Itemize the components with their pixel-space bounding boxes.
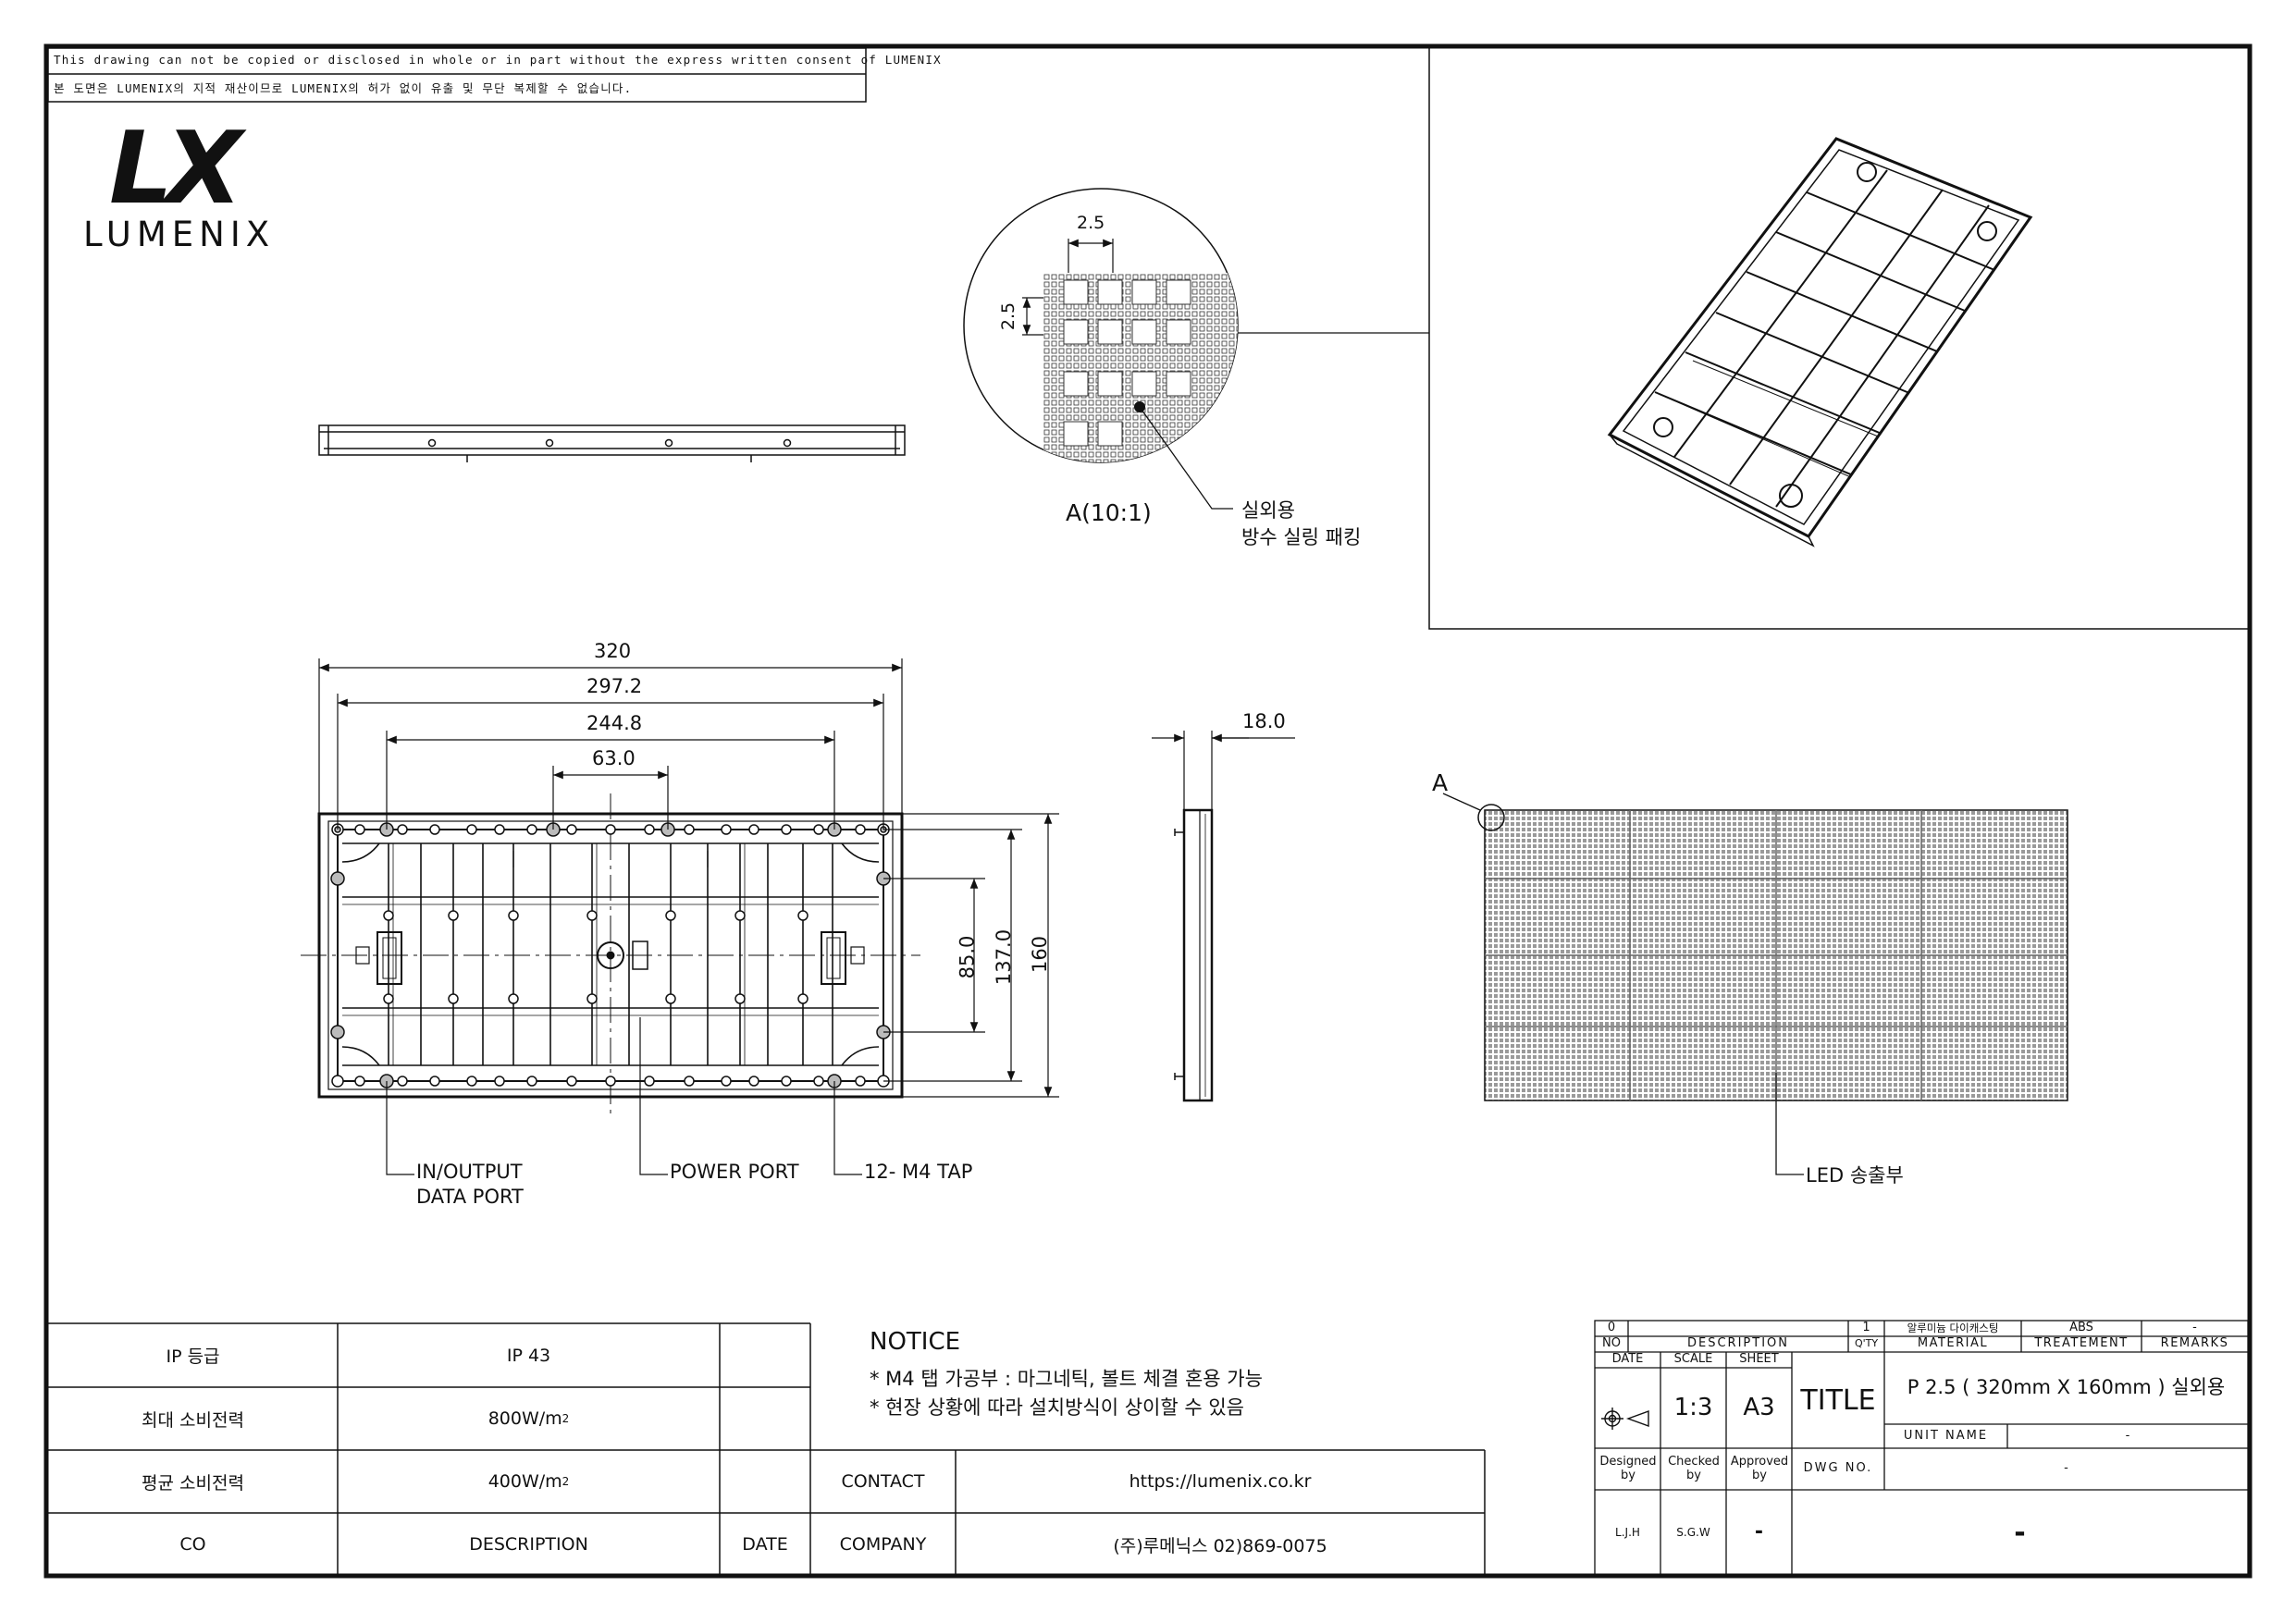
side-view	[1152, 731, 1295, 1102]
detail-a-view	[963, 188, 1429, 510]
company-value: (주)루메닉스 02)869-0075	[1113, 1535, 1327, 1556]
tb-title-value: P 2.5 ( 320mm X 160mm ) 실외용	[1907, 1376, 2226, 1399]
spec-value-max-power-sup: 2	[562, 1412, 570, 1425]
top-side-view	[318, 424, 906, 462]
callout-m4-tap: 12- M4 TAP	[864, 1161, 973, 1183]
dim-160: 160	[1029, 935, 1052, 974]
spec-value-avg-power-sup: 2	[562, 1475, 570, 1488]
led-face-view	[1442, 793, 2068, 1175]
callout-led-face: LED 송출부	[1806, 1164, 1904, 1187]
dim-63: 63.0	[592, 747, 636, 769]
lumenix-logo-mark: LX	[109, 111, 242, 227]
tb-remarks-value: -	[2192, 1321, 2197, 1335]
tb-designed-by-label: Designed by	[1599, 1455, 1657, 1482]
tb-approver: -	[1754, 1520, 1764, 1544]
tb-header-remarks: REMARKS	[2160, 1336, 2229, 1351]
tb-header-date: DATE	[1611, 1352, 1644, 1367]
tb-material-value: 알루미늄 다이캐스팅	[1907, 1322, 1999, 1335]
spec-header-date: DATE	[742, 1534, 788, 1555]
spec-label-ip: IP 등급	[166, 1346, 220, 1367]
dim-244: 244.8	[586, 712, 643, 734]
projection-symbol-icon	[1601, 1408, 1649, 1430]
tb-scale-value: 1:3	[1673, 1394, 1713, 1422]
lumenix-logo-name: LUMENIX	[83, 215, 276, 254]
tb-bottom-value: -	[2014, 1517, 2026, 1549]
tb-header-treatment: TREATEMENT	[2034, 1336, 2129, 1351]
tb-designer: L.J.H	[1615, 1525, 1640, 1539]
dim-320: 320	[594, 640, 632, 662]
tb-qty-value: 1	[1862, 1321, 1870, 1335]
copyright-notice-en: This drawing can not be copied or disclo…	[54, 53, 942, 67]
title-block-lines	[1594, 1320, 2249, 1577]
copyright-notice-ko: 본 도면은 LUMENIX의 지적 재산이므로 LUMENIX의 허가 없이 유…	[54, 81, 633, 95]
detail-scale-label: A(10:1)	[1066, 499, 1152, 526]
tb-unit-name-value: -	[2125, 1428, 2130, 1443]
tb-header-material: MATERIAL	[1917, 1336, 1989, 1351]
spec-label-co: CO	[179, 1534, 206, 1555]
sheet-border	[43, 43, 2253, 1579]
tb-checked-by-label: Checked by	[1668, 1455, 1720, 1482]
tb-approved-by-label: Approved by	[1730, 1455, 1789, 1482]
tb-dwg-no-label: DWG NO.	[1803, 1461, 1873, 1476]
tb-title-label: TITLE	[1800, 1383, 1876, 1417]
tb-checker: S.G.W	[1676, 1525, 1710, 1539]
tb-header-qty: Q'TY	[1854, 1337, 1879, 1350]
tb-header-scale: SCALE	[1673, 1352, 1713, 1367]
isometric-view	[1607, 137, 2033, 547]
notice-line-1: * M4 탭 가공부 : 마그네틱, 볼트 체결 혼용 가능	[870, 1368, 1263, 1390]
contact-url[interactable]: https://lumenix.co.kr	[1129, 1471, 1312, 1492]
front-view-dimensions	[318, 658, 1059, 1175]
detail-pitch-h: 2.5	[1077, 213, 1105, 233]
tb-header-no: NO	[1602, 1336, 1621, 1351]
iso-view-frame	[1428, 48, 2248, 630]
detail-pitch-v: 2.5	[998, 301, 1019, 331]
front-plate-view	[301, 793, 920, 1117]
spec-value-max-power-text: 800W/m	[488, 1408, 562, 1429]
spec-value-ip: IP 43	[506, 1345, 551, 1366]
callout-io-port-line2: DATA PORT	[416, 1186, 524, 1208]
spec-label-max-power: 최대 소비전력	[142, 1409, 244, 1431]
contact-label: CONTACT	[841, 1471, 925, 1492]
spec-label-avg-power: 평균 소비전력	[142, 1472, 244, 1494]
spec-header-description: DESCRIPTION	[469, 1534, 588, 1555]
spec-table-lines	[48, 1322, 1486, 1576]
detail-callout-line2: 방수 실링 패킹	[1241, 526, 1362, 548]
tb-rev-no: 0	[1607, 1321, 1616, 1335]
tb-sheet-value: A3	[1743, 1394, 1775, 1422]
detail-callout-line1: 실외용	[1241, 499, 1295, 522]
dim-297: 297.2	[586, 675, 643, 697]
tb-treatment-value: ABS	[2069, 1321, 2093, 1335]
spec-value-avg-power-text: 400W/m	[488, 1471, 562, 1492]
tb-header-sheet: SHEET	[1739, 1352, 1779, 1367]
company-label: COMPANY	[839, 1534, 927, 1555]
detail-marker-a: A	[1432, 769, 1449, 796]
dim-18: 18.0	[1242, 710, 1286, 732]
tb-unit-name-label: UNIT NAME	[1903, 1428, 1989, 1443]
callout-io-port-line1: IN/OUTPUT	[416, 1161, 523, 1183]
dim-85: 85.0	[956, 935, 979, 979]
dim-137: 137.0	[993, 928, 1016, 986]
tb-dwg-no-value: -	[2064, 1461, 2068, 1476]
notice-title: NOTICE	[870, 1328, 961, 1356]
callout-power-port: POWER PORT	[670, 1161, 799, 1183]
tb-header-description: DESCRIPTION	[1687, 1336, 1789, 1351]
notice-line-2: * 현장 상황에 따라 설치방식이 상이할 수 있음	[870, 1396, 1244, 1419]
